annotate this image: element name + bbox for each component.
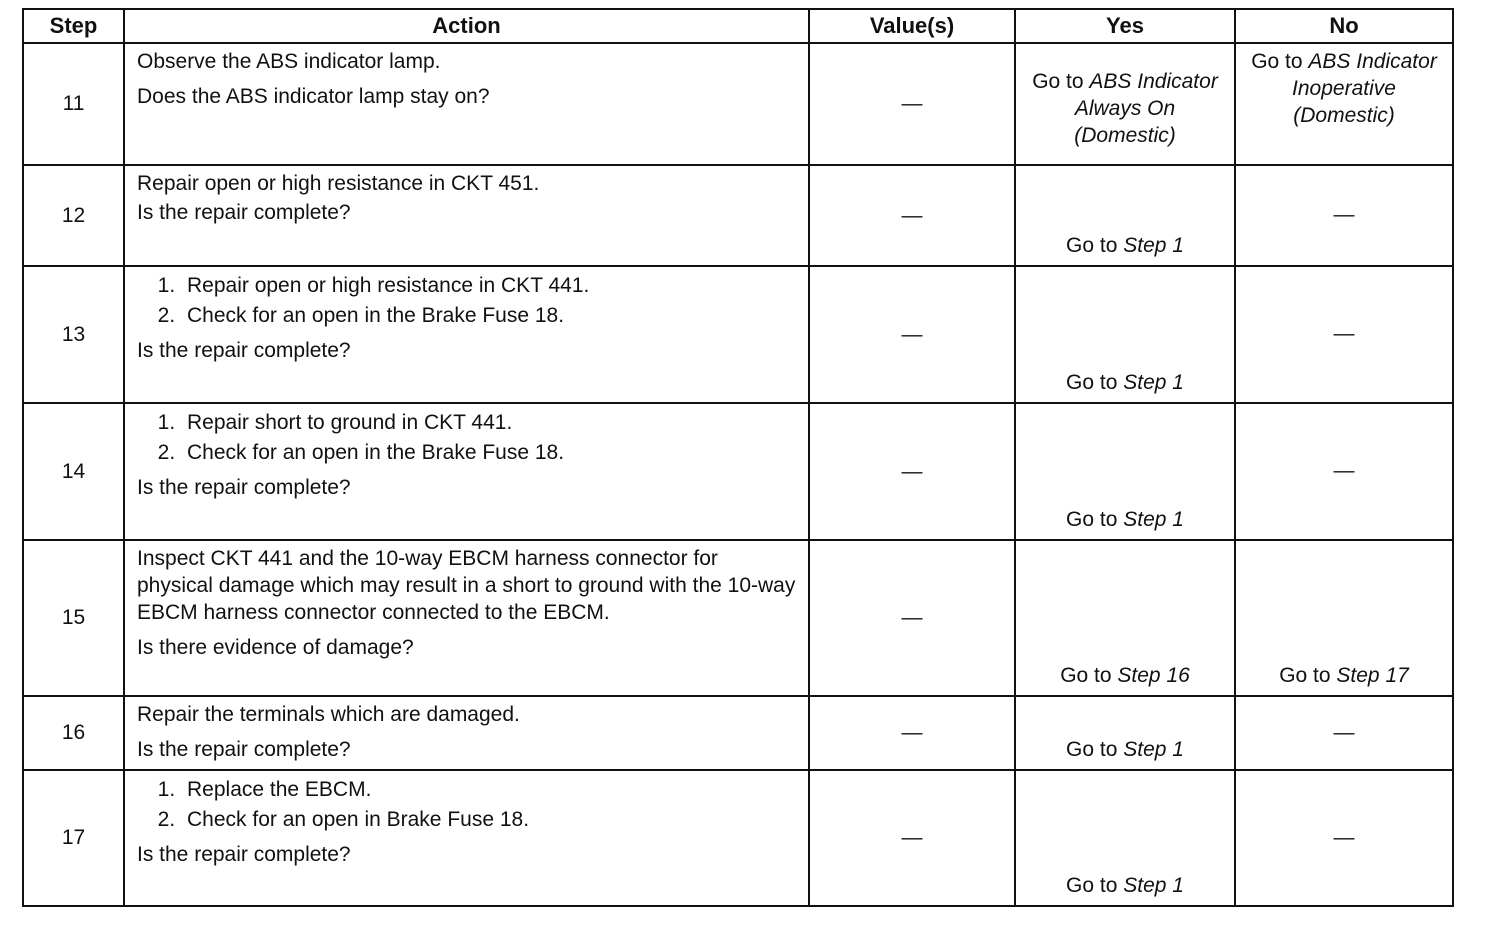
substep-item: Repair open or high resistance in CKT 44… [181, 271, 796, 301]
no-goto-target: ABS Indicator Inoperative (Domestic) [1292, 50, 1437, 127]
value-cell: — [808, 695, 1016, 771]
action-question: Is the repair complete? [137, 738, 351, 761]
table-row: 16 Repair the terminals which are damage… [22, 695, 1454, 771]
action-question: Is there evidence of damage? [137, 636, 414, 659]
substep-item: Repair short to ground in CKT 441. [181, 408, 796, 438]
no-cell: — [1234, 769, 1454, 907]
no-cell: Go to Step 17 [1234, 539, 1454, 697]
header-row: Step Action Value(s) Yes No [22, 8, 1454, 44]
yes-goto-target: Step 1 [1123, 508, 1184, 531]
action-question: Is the repair complete? [137, 201, 351, 224]
step-number: 14 [22, 402, 125, 541]
value-cell: — [808, 42, 1016, 166]
yes-goto-target: Step 16 [1117, 664, 1190, 687]
table-row: 12 Repair open or high resistance in CKT… [22, 164, 1454, 267]
yes-goto-target: Step 1 [1123, 234, 1184, 257]
substep-list: Replace the EBCM. Check for an open in B… [137, 775, 796, 835]
value-cell: — [808, 539, 1016, 697]
no-cell: — [1234, 265, 1454, 404]
no-cell: Go to ABS Indicator Inoperative (Domesti… [1234, 42, 1454, 166]
action-question: Is the repair complete? [137, 843, 351, 866]
substep-list: Repair open or high resistance in CKT 44… [137, 271, 796, 331]
yes-goto-target: Step 1 [1123, 738, 1184, 761]
table-row: 13 Repair open or high resistance in CKT… [22, 265, 1454, 404]
yes-cell: Go to Step 1 [1014, 402, 1236, 541]
yes-cell: Go to Step 16 [1014, 539, 1236, 697]
table-row: 17 Replace the EBCM. Check for an open i… [22, 769, 1454, 907]
header-yes: Yes [1014, 8, 1236, 44]
yes-goto-prefix: Go to [1066, 874, 1118, 897]
action-question: Is the repair complete? [137, 339, 351, 362]
no-goto-prefix: Go to [1251, 50, 1303, 73]
no-cell: — [1234, 402, 1454, 541]
yes-goto-prefix: Go to [1066, 508, 1118, 531]
action-question: Is the repair complete? [137, 476, 351, 499]
yes-cell: Go to ABS Indicator Always On (Domestic) [1014, 42, 1236, 166]
action-cell: Repair open or high resistance in CKT 45… [123, 164, 810, 267]
substep-item: Check for an open in the Brake Fuse 18. [181, 301, 796, 331]
step-number: 16 [22, 695, 125, 771]
yes-goto-prefix: Go to [1066, 371, 1118, 394]
action-cell: Inspect CKT 441 and the 10-way EBCM harn… [123, 539, 810, 697]
value-cell: — [808, 164, 1016, 267]
yes-goto-target: Step 1 [1123, 874, 1184, 897]
yes-goto-prefix: Go to [1060, 664, 1112, 687]
header-values: Value(s) [808, 8, 1016, 44]
action-cell: Repair short to ground in CKT 441. Check… [123, 402, 810, 541]
step-number: 11 [22, 42, 125, 166]
value-cell: — [808, 769, 1016, 907]
yes-goto-prefix: Go to [1066, 234, 1118, 257]
yes-cell: Go to Step 1 [1014, 164, 1236, 267]
value-cell: — [808, 402, 1016, 541]
yes-cell: Go to Step 1 [1014, 265, 1236, 404]
action-cell: Replace the EBCM. Check for an open in B… [123, 769, 810, 907]
substep-item: Check for an open in Brake Fuse 18. [181, 805, 796, 835]
yes-cell: Go to Step 1 [1014, 695, 1236, 771]
action-cell: Observe the ABS indicator lamp. Does the… [123, 42, 810, 166]
action-cell: Repair open or high resistance in CKT 44… [123, 265, 810, 404]
substep-item: Replace the EBCM. [181, 775, 796, 805]
yes-goto-prefix: Go to [1066, 738, 1118, 761]
action-text: Observe the ABS indicator lamp. [137, 50, 441, 73]
yes-goto-prefix: Go to [1032, 69, 1084, 93]
header-no: No [1234, 8, 1454, 44]
substep-list: Repair short to ground in CKT 441. Check… [137, 408, 796, 468]
substep-item: Check for an open in the Brake Fuse 18. [181, 438, 796, 468]
diagnostic-table: Step Action Value(s) Yes No 11 Observe t… [22, 8, 1454, 907]
table-row: 15 Inspect CKT 441 and the 10-way EBCM h… [22, 539, 1454, 697]
step-number: 15 [22, 539, 125, 697]
no-cell: — [1234, 695, 1454, 771]
value-cell: — [808, 265, 1016, 404]
table-row: 14 Repair short to ground in CKT 441. Ch… [22, 402, 1454, 541]
header-step: Step [22, 8, 125, 44]
yes-cell: Go to Step 1 [1014, 769, 1236, 907]
action-text: Repair open or high resistance in CKT 45… [137, 172, 540, 195]
step-number: 13 [22, 265, 125, 404]
step-number: 17 [22, 769, 125, 907]
no-goto-prefix: Go to [1279, 664, 1331, 687]
yes-goto-target: Step 1 [1123, 371, 1184, 394]
no-goto-target: Step 17 [1336, 664, 1409, 687]
header-action: Action [123, 8, 810, 44]
table-row: 11 Observe the ABS indicator lamp. Does … [22, 42, 1454, 166]
yes-goto-target: ABS Indicator Always On (Domestic) [1074, 69, 1218, 147]
no-cell: — [1234, 164, 1454, 267]
action-text: Repair the terminals which are damaged. [137, 703, 520, 726]
action-text: Inspect CKT 441 and the 10-way EBCM harn… [137, 547, 796, 624]
action-cell: Repair the terminals which are damaged. … [123, 695, 810, 771]
step-number: 12 [22, 164, 125, 267]
action-question: Does the ABS indicator lamp stay on? [137, 85, 490, 108]
